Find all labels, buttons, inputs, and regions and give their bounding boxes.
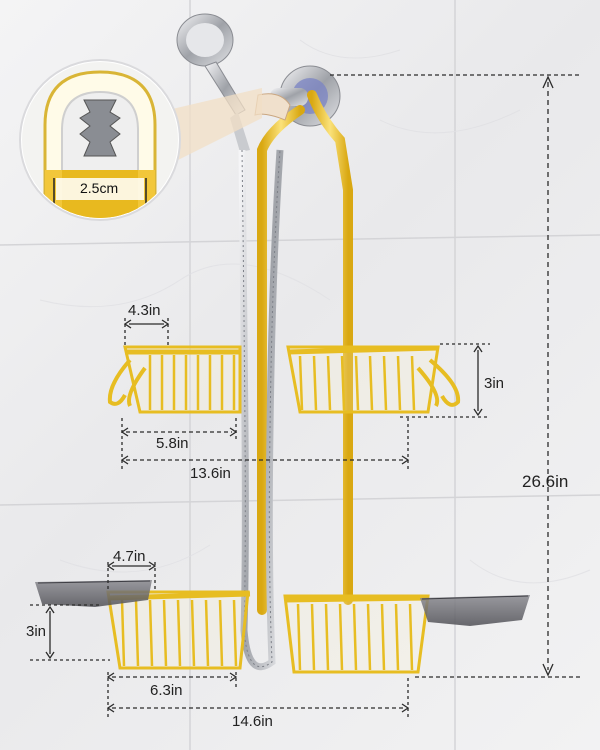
lower-right-basket	[283, 594, 430, 674]
inset-width-label: 2.5cm	[80, 180, 119, 196]
left-soap-tray	[35, 580, 152, 607]
lower-basket-height-label: 3in	[26, 623, 47, 640]
total-height-label: 26.6in	[522, 472, 569, 491]
lower-basket-width-label: 6.3in	[150, 682, 183, 699]
hook-detail-inset	[19, 59, 262, 221]
dimension-lines	[30, 74, 580, 720]
upper-basket-depth-label: 4.3in	[128, 302, 161, 319]
upper-basket-width-label: 5.8in	[156, 435, 189, 452]
upper-basket-height-label: 3in	[484, 375, 505, 392]
lower-left-basket	[106, 590, 251, 670]
upper-right-basket	[286, 345, 461, 414]
right-soap-tray	[420, 595, 530, 626]
lower-basket-depth-label: 4.7in	[113, 548, 146, 565]
upper-total-width-label: 13.6in	[190, 465, 231, 482]
lower-total-width-label: 14.6in	[232, 713, 273, 730]
upper-left-basket	[107, 345, 242, 414]
